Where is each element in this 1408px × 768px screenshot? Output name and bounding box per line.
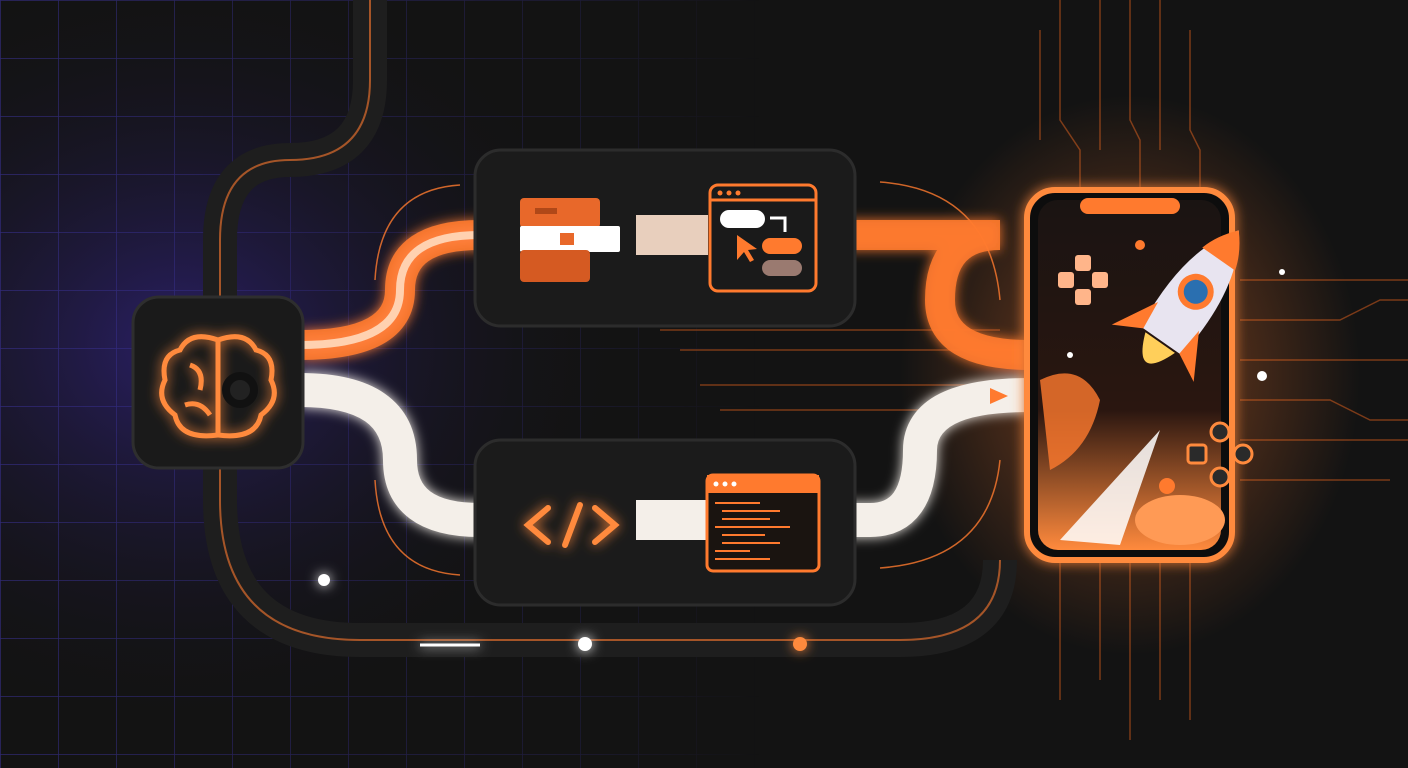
- code-brackets-icon: [523, 502, 620, 548]
- phone-notch: [1080, 198, 1180, 214]
- dpad-icon: [1058, 255, 1108, 305]
- brain-gear-icon: [159, 334, 277, 439]
- brain-node: [131, 295, 305, 470]
- arrow-icon: [990, 388, 1008, 404]
- curved-arrow-bottom-right: [879, 459, 1001, 569]
- gamepad-buttons-icon: [1186, 421, 1254, 488]
- top-flow-core: [299, 231, 620, 349]
- code-editor-window-icon: [705, 473, 821, 573]
- rocket-icon: [1111, 230, 1240, 382]
- cursor-icon: [737, 235, 757, 262]
- outer-track-line: [219, 0, 1001, 641]
- curved-arrow-bottom-left: [374, 479, 461, 576]
- visual-blocks-panel: [473, 148, 857, 328]
- sparkles: [1067, 269, 1285, 381]
- rocket-exhaust: [1060, 430, 1160, 545]
- curved-arrow-top-right: [879, 181, 1001, 301]
- curved-arrow-top-left: [374, 184, 461, 281]
- code-panel: [473, 438, 857, 607]
- gear-icon: [222, 372, 258, 408]
- drag-drop-window-icon: [708, 183, 818, 293]
- puzzle-block-icon: [520, 198, 620, 282]
- light-particles: [318, 574, 807, 651]
- phone: [1024, 187, 1240, 563]
